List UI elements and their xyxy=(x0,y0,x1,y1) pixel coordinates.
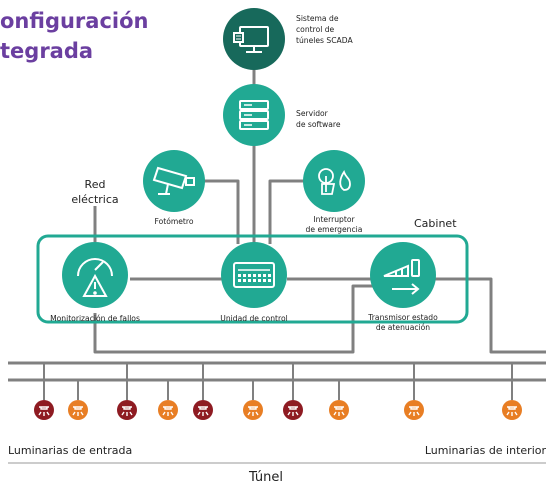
title-line-2: tegrada xyxy=(0,39,93,63)
lamp-icon xyxy=(197,406,209,416)
luminaire-circle xyxy=(243,400,263,420)
tunnel-bus xyxy=(8,361,546,382)
node-emergency[interactable]: Interruptor de emergencia xyxy=(303,150,365,234)
dimming-label-2: de atenuación xyxy=(376,323,430,332)
tunnel-label: Túnel xyxy=(248,470,283,485)
gauge-warning-icon xyxy=(77,258,113,297)
lamp-icon xyxy=(333,406,345,416)
monitor-icon xyxy=(233,26,269,53)
line-dimming-bus xyxy=(430,277,546,354)
luminaire-orange xyxy=(329,400,349,420)
photometer-label: Fotómetro xyxy=(154,217,193,226)
lamp-icon xyxy=(408,406,420,416)
fault-label: Monitorización de fallos xyxy=(50,314,140,323)
luminaire-circle xyxy=(502,400,522,420)
entrance-luminaires-label: Luminarias de entrada xyxy=(8,444,132,457)
scada-label-1: Sistema de xyxy=(296,14,339,23)
line-emergency-control xyxy=(268,179,305,244)
node-photometer[interactable]: Fotómetro xyxy=(143,150,205,226)
cabinet-frame xyxy=(36,234,469,324)
line-photometer-control xyxy=(203,179,240,244)
lamp-icon xyxy=(287,406,299,416)
scada-circle xyxy=(223,8,285,70)
dimming-label-1: Transmisor estado xyxy=(367,313,438,322)
node-fault-monitoring[interactable]: Monitorización de fallos xyxy=(50,242,140,323)
scada-label-2: control de xyxy=(296,25,335,34)
luminaire-circle xyxy=(117,400,137,420)
luminaire-drops xyxy=(43,363,513,400)
lamp-icon xyxy=(38,406,50,416)
server-icon xyxy=(239,100,269,130)
luminaires xyxy=(34,400,522,420)
emergency-label-1: Interruptor xyxy=(313,215,355,224)
line-fault-bus xyxy=(93,284,376,354)
luminaire-circle xyxy=(329,400,349,420)
luminaire-circle xyxy=(68,400,88,420)
signal-arrow-icon xyxy=(383,259,420,295)
luminaire-dark-red xyxy=(193,400,213,420)
luminaire-orange xyxy=(68,400,88,420)
control-label: Unidad de control xyxy=(220,314,287,323)
luminaire-circle xyxy=(404,400,424,420)
luminaire-orange xyxy=(502,400,522,420)
luminaire-dark-red xyxy=(34,400,54,420)
connection-lines xyxy=(93,66,546,354)
luminaire-circle xyxy=(283,400,303,420)
cabinet-label: Cabinet xyxy=(414,217,457,230)
grid-label-1: Red xyxy=(85,178,106,191)
scada-label-3: túneles SCADA xyxy=(296,36,353,45)
keyboard-icon xyxy=(233,262,275,288)
grid-label-2: eléctrica xyxy=(71,193,118,206)
emergency-label-2: de emergencia xyxy=(306,225,363,234)
server-label-1: Servidor xyxy=(296,109,329,118)
lamp-icon xyxy=(162,406,174,416)
emergency-circle xyxy=(303,150,365,212)
lamp-icon xyxy=(121,406,133,416)
node-server[interactable]: Servidor de software xyxy=(223,84,341,146)
luminaire-circle xyxy=(193,400,213,420)
camera-icon xyxy=(152,166,195,195)
lamp-icon xyxy=(72,406,84,416)
luminaire-orange xyxy=(158,400,178,420)
photometer-circle xyxy=(143,150,205,212)
luminaire-dark-red xyxy=(117,400,137,420)
interior-luminaires-label: Luminarias de interior xyxy=(425,444,546,457)
node-scada[interactable]: Sistema de control de túneles SCADA xyxy=(223,8,353,70)
server-circle xyxy=(223,84,285,146)
luminaire-circle xyxy=(158,400,178,420)
luminaire-orange xyxy=(243,400,263,420)
lamp-icon xyxy=(506,406,518,416)
node-dimming-transmitter[interactable]: Transmisor estado de atenuación xyxy=(367,242,438,332)
luminaire-circle xyxy=(34,400,54,420)
luminaire-dark-red xyxy=(283,400,303,420)
node-control-unit[interactable]: Unidad de control xyxy=(220,242,288,323)
title-line-1: onfiguración xyxy=(0,9,148,33)
server-label-2: de software xyxy=(296,120,341,129)
lamp-icon xyxy=(247,406,259,416)
luminaire-orange xyxy=(404,400,424,420)
touch-fire-icon xyxy=(318,168,351,195)
